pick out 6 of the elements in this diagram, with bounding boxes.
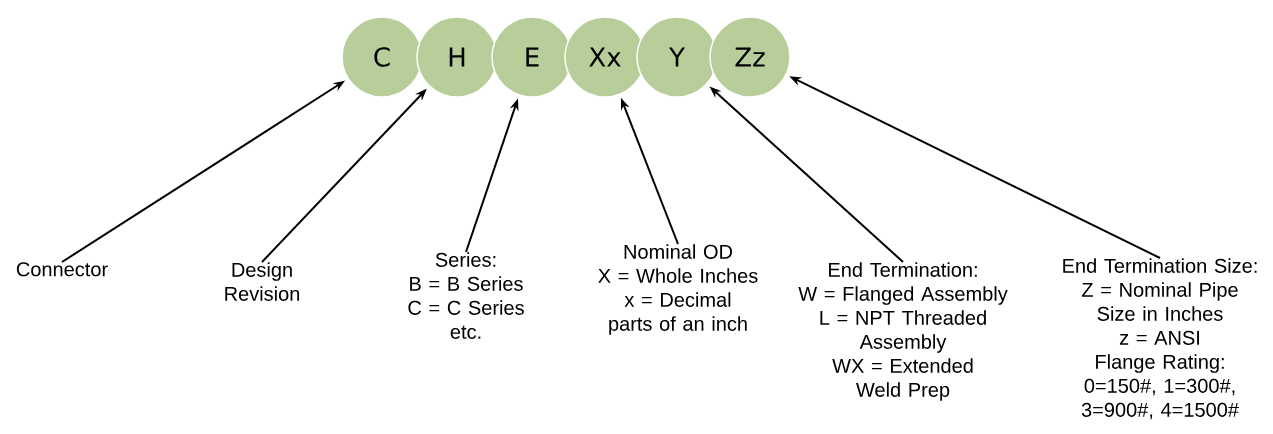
- description-text: End Termination Size: Z = Nominal Pipe Size in Inches z = ANSI Flange Rating: 0=150#, 1=300#, 3=900#, 4=1500#: [1063, 258, 1257, 420]
- description-text: Nominal OD X = Whole Inches x = Decimal parts of an inch: [598, 244, 758, 335]
- description-text: Connector: [16, 262, 108, 277]
- description-text: End Termination: W = Flanged Assembly L = NPT Threaded Assembly WX = Extended Weld Prep: [798, 262, 1008, 401]
- description-text: Design Revision: [225, 262, 300, 301]
- description-text: Series: B = B Series C = C Series etc.: [408, 252, 524, 339]
